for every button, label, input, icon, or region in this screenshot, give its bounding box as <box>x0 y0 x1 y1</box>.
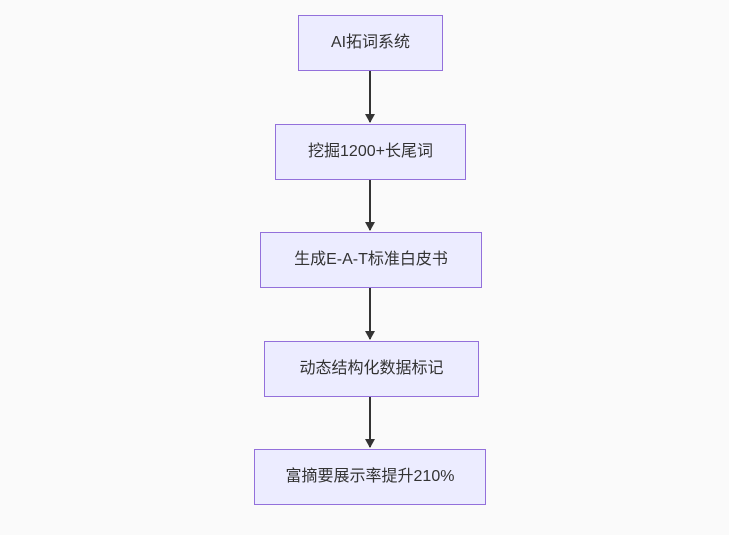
arrowhead-down-icon <box>365 331 375 340</box>
flow-arrow-3 <box>365 288 375 340</box>
flow-node-rich-snippet-result: 富摘要展示率提升210% <box>254 449 486 505</box>
flow-node-label: 挖掘1200+长尾词 <box>308 143 433 161</box>
arrowhead-down-icon <box>365 222 375 231</box>
flow-node-ai-word-expansion: AI拓词系统 <box>298 15 443 71</box>
flow-node-structured-data-markup: 动态结构化数据标记 <box>264 341 479 397</box>
flow-node-label: 动态结构化数据标记 <box>299 360 444 378</box>
flow-arrow-1 <box>365 71 375 123</box>
flow-node-longtail-mining: 挖掘1200+长尾词 <box>275 124 466 180</box>
flow-arrow-2 <box>365 180 375 231</box>
flow-node-label: AI拓词系统 <box>330 34 411 52</box>
flow-node-eat-whitepaper: 生成E-A-T标准白皮书 <box>260 232 482 288</box>
flow-node-label: 富摘要展示率提升210% <box>285 468 455 486</box>
flow-node-label: 生成E-A-T标准白皮书 <box>294 251 448 269</box>
flow-arrow-4 <box>365 397 375 448</box>
arrowhead-down-icon <box>365 439 375 448</box>
arrowhead-down-icon <box>365 114 375 123</box>
